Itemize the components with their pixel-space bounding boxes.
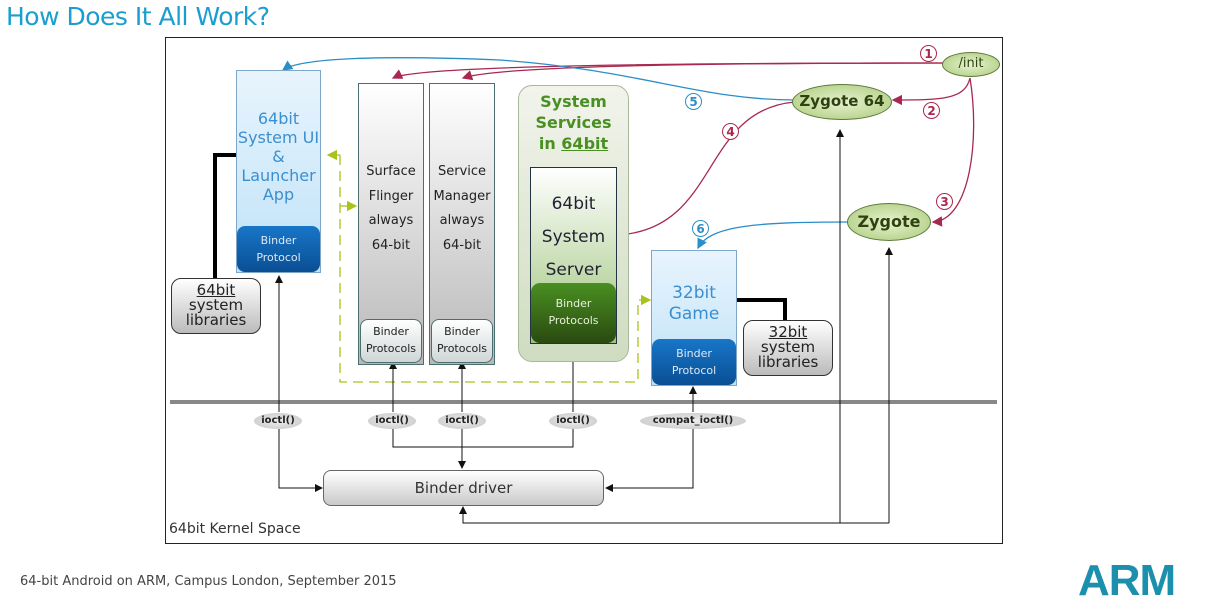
zygote64-node[interactable]: Zygote 64 [792,84,892,120]
arm-logo: ARM [1078,556,1176,605]
arrow-step2 [891,77,971,106]
binder-label: Protocol [256,251,301,264]
systemui-line: 64bit [257,109,300,128]
lib32-connector [736,298,787,322]
binder-label: Protocols [436,342,488,355]
lib64-line: libraries [185,311,247,329]
sm-line: Manager [433,188,491,204]
ioctl-label: ioctl() [368,413,416,429]
kernel-space-label: 64bit Kernel Space [169,521,301,537]
sm-line: Service [437,164,487,179]
lib64-line: system [188,296,244,314]
group-title: in [538,134,562,153]
step-5-badge: 5 [685,93,702,110]
binder-label: Protocols [365,342,417,355]
lib64-title: 64bit [196,281,236,299]
lib32-box[interactable]: 32bit system libraries [743,320,833,376]
binder-label: Binder [260,234,297,247]
step-3-badge: 3 [936,193,953,210]
sf-binder-protocols: Binder Protocols [360,319,422,363]
game-line: Game [668,304,720,324]
arrow-step3 [931,77,975,227]
step-6-badge: 6 [692,220,709,237]
binder-label: Protocol [671,364,717,377]
ss-line: System [541,227,606,247]
system-server-box[interactable]: 64bit System Server Binder Protocols [530,167,617,344]
compat-ioctl-label: compat_ioctl() [640,413,746,429]
arrow-step6 [697,221,851,250]
arrow-step1-sm [461,62,946,81]
surface-flinger-box[interactable]: Surface Flinger always 64-bit Binder Pro… [358,83,424,365]
arrow-step5 [281,57,796,101]
systemui-line: & [272,147,285,166]
sm-binder-protocols: Binder Protocols [431,319,493,363]
sm-line: 64-bit [442,237,482,253]
systemui-line: App [262,185,295,204]
group-title: Services [535,113,612,132]
lib64-connector [213,153,236,278]
sf-line: Surface [366,164,416,179]
sf-line: always [368,213,414,228]
binder-label: Binder [555,297,592,310]
step-1-badge: 1 [920,45,937,62]
service-manager-box[interactable]: Service Manager always 64-bit Binder Pro… [429,83,495,365]
step-4-badge: 4 [722,123,739,140]
ioctl-label: ioctl() [438,413,486,429]
lib32-title: 32bit [768,323,808,341]
ss-binder-protocols: Binder Protocols [531,283,616,343]
ioctl-label: ioctl() [254,413,302,429]
arrow-step4 [615,101,796,240]
binder-driver-box[interactable]: Binder driver [323,470,604,506]
slide-title: How Does It All Work? [6,2,270,31]
game-binder-protocol: Binder Protocol [652,339,736,385]
game-box[interactable]: 32bit Game Binder Protocol [651,250,737,386]
systemui-binder-protocol: Binder Protocol [237,226,320,272]
ss-line: Server [545,260,602,280]
step-2-badge: 2 [923,102,940,119]
zygote-node[interactable]: Zygote [847,203,931,241]
init-node[interactable]: /init [942,52,1000,77]
binder-label: Protocols [548,314,599,327]
lib32-line: system [760,338,816,356]
ss-line: 64bit [551,194,596,214]
game-line: 32bit [672,283,716,303]
zygote-to-driver [459,506,889,524]
diagram-frame [165,37,1003,544]
binder-label: Binder [444,325,480,338]
slide-footer: 64-bit Android on ARM, Campus London, Se… [20,574,397,589]
systemui-line: Launcher [241,166,316,185]
dashed-connector [339,155,652,383]
sm-line: always [439,213,485,228]
game-to-driver [605,428,694,492]
lib64-box[interactable]: 64bit system libraries [171,278,261,334]
binder-label: Binder [373,325,409,338]
lib32-line: libraries [757,353,819,371]
systemui-box[interactable]: 64bit System UI & Launcher App Binder Pr… [236,70,321,273]
group-title-underlined: 64bit [561,134,609,153]
binder-label: Binder [676,347,712,360]
sf-line: 64-bit [371,237,411,253]
ui-to-driver [278,428,323,492]
sf-line: Flinger [368,188,414,204]
ioctl-label: ioctl() [549,413,597,429]
systemui-line: System UI [237,128,320,147]
merge-line [392,428,574,448]
group-title: System [540,92,607,111]
